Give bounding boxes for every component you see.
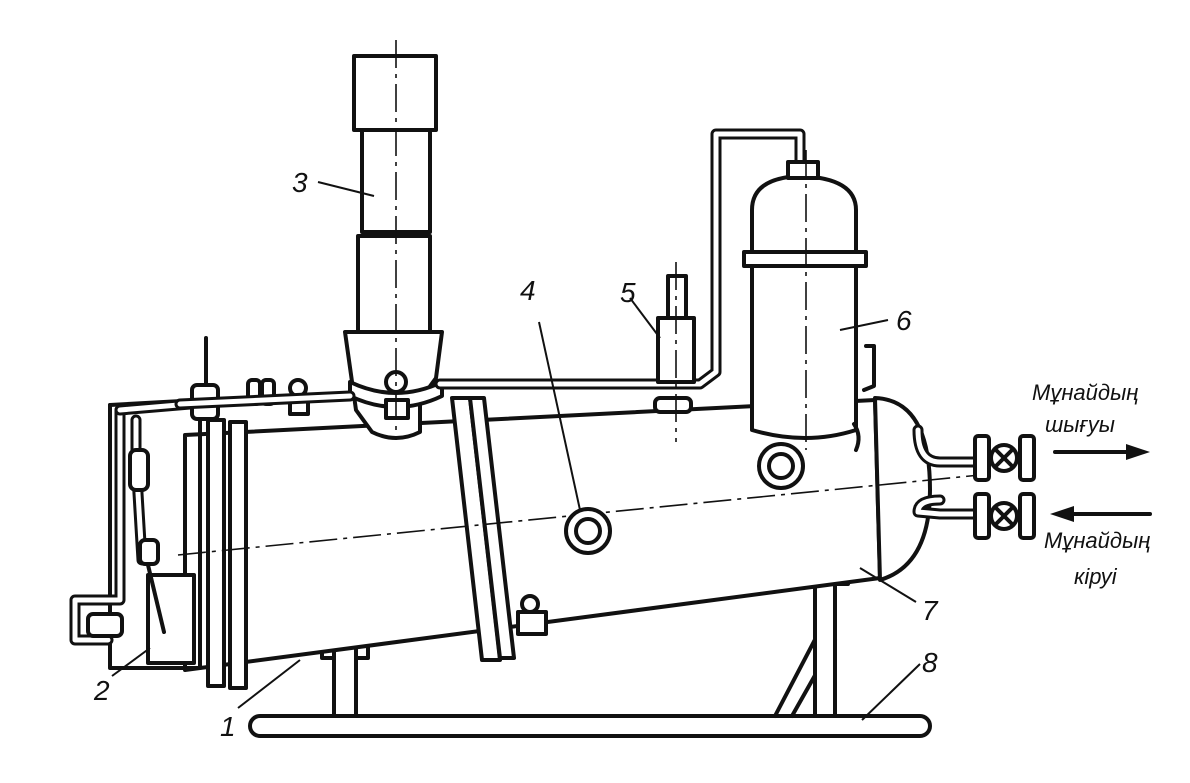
inlet-label-line2: кіруі xyxy=(1074,564,1118,589)
label-chimney: 3 xyxy=(292,167,308,198)
flow-labels: Мұнайдың шығуы Мұнайдың кіруі xyxy=(1032,380,1150,589)
leader-lines xyxy=(111,181,921,721)
safety-valve xyxy=(653,262,696,442)
label-skid: 8 xyxy=(922,647,938,678)
label-tank: 6 xyxy=(896,305,912,336)
label-front-head: 2 xyxy=(93,675,110,706)
flow-fittings xyxy=(912,424,1036,540)
outlet-label-line1: Мұнайдың xyxy=(1032,380,1138,405)
chimney xyxy=(343,40,444,440)
label-rear-head: 7 xyxy=(922,595,939,626)
front-piping xyxy=(69,336,356,646)
label-manhole: 4 xyxy=(520,275,536,306)
heater-body xyxy=(108,396,981,690)
callouts: 1 2 3 4 5 6 7 8 xyxy=(93,167,939,742)
tank xyxy=(742,150,876,450)
manholes xyxy=(516,422,861,636)
flow-arrows xyxy=(1050,444,1152,522)
top-pipe xyxy=(434,128,806,390)
inlet-label-line1: Мұнайдың xyxy=(1044,528,1150,553)
label-heater-body: 1 xyxy=(220,711,236,742)
outlet-label-line2: шығуы xyxy=(1045,412,1115,437)
label-valve: 5 xyxy=(620,277,636,308)
